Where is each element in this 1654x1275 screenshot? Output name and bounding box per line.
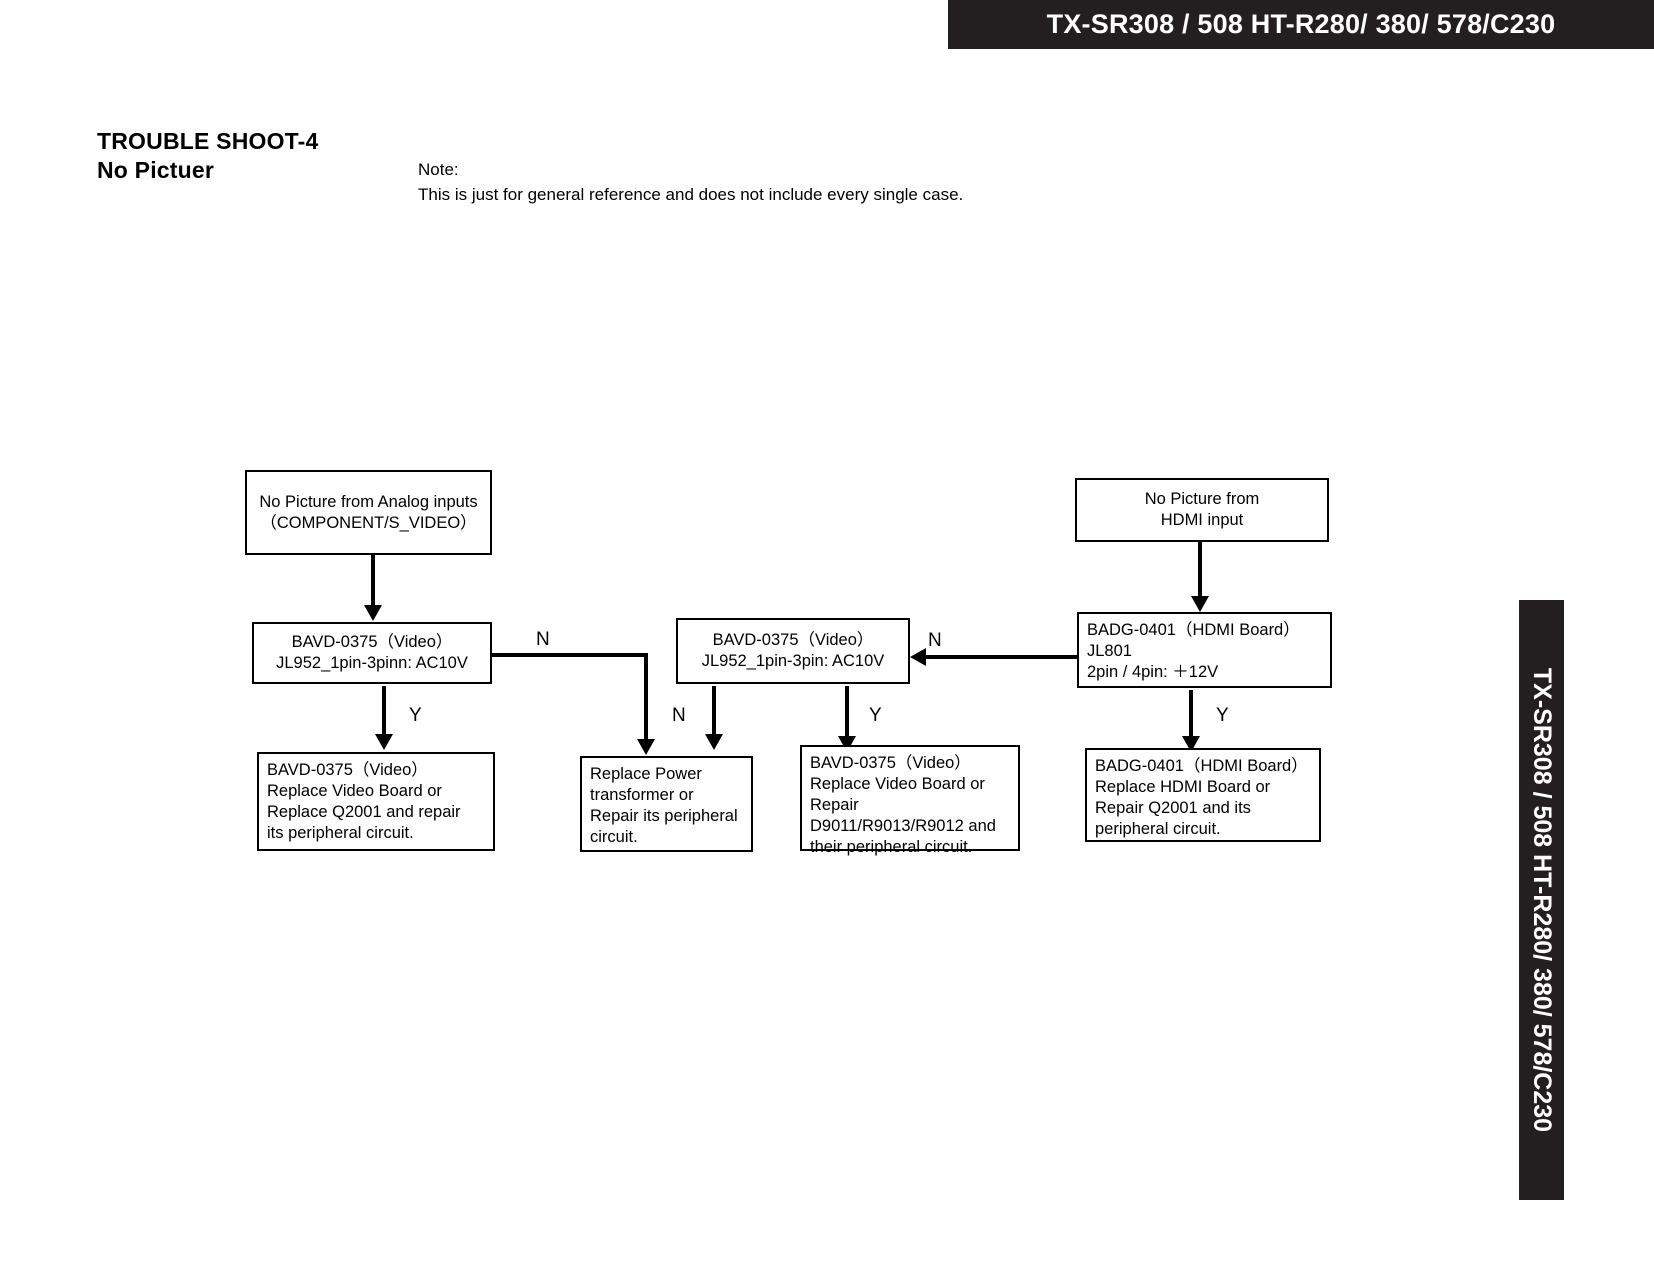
node-hdmi-start: No Picture from HDMI input <box>1075 478 1329 542</box>
node-line: JL952_1pin-3pin: AC10V <box>701 652 885 670</box>
node-line: BADG-0401（HDMI Board） <box>1095 757 1308 775</box>
node-line: BAVD-0375（Video） <box>267 761 428 779</box>
node-line: Replace Video Board or <box>810 775 985 793</box>
node-line: Repair its peripheral <box>590 807 738 825</box>
note-label: Note: <box>418 160 459 179</box>
connector-hdmi-check-n <box>925 655 1077 659</box>
connector-hdmi-check-y <box>1189 690 1193 738</box>
node-line: Replace Power <box>590 765 702 783</box>
connector-analog-check-n-horizontal <box>490 653 648 657</box>
node-line: BAVD-0375（Video） <box>810 754 971 772</box>
connector-analog-check-n-vertical <box>644 653 648 741</box>
node-line: its peripheral circuit. <box>267 824 414 842</box>
node-hdmi-fix: BADG-0401（HDMI Board） Replace HDMI Board… <box>1085 748 1321 842</box>
edge-label-video-y: Y <box>869 705 882 726</box>
node-line: transformer or <box>590 786 694 804</box>
connector-hdmi-start-to-check <box>1198 542 1202 598</box>
side-tab: TX-SR308 / 508 HT-R280/ 380/ 578/C230 <box>1519 600 1564 1200</box>
arrowhead-down <box>375 734 393 750</box>
node-analog-check: BAVD-0375（Video） JL952_1pin-3pinn: AC10V <box>252 622 492 684</box>
node-line: Replace Q2001 and repair <box>267 803 461 821</box>
node-line: Replace HDMI Board or <box>1095 778 1271 796</box>
node-line: HDMI input <box>1160 511 1244 529</box>
arrowhead-left <box>910 648 926 666</box>
node-line: BADG-0401（HDMI Board） <box>1087 621 1300 639</box>
edge-label-hdmi-y: Y <box>1216 705 1229 726</box>
arrowhead-down <box>1191 596 1209 612</box>
connector-analog-check-y <box>382 686 386 736</box>
edge-label-hdmi-n: N <box>928 630 942 651</box>
node-power-fix: Replace Power transformer or Repair its … <box>580 756 753 852</box>
node-line: Repair Q2001 and its <box>1095 799 1251 817</box>
node-line: their peripheral circuit. <box>810 838 973 856</box>
model-banner-text: TX-SR308 / 508 HT-R280/ 380/ 578/C230 <box>1046 9 1556 39</box>
node-line: Repair <box>810 796 859 814</box>
model-banner: TX-SR308 / 508 HT-R280/ 380/ 578/C230 <box>948 0 1654 49</box>
edge-label-analog-n: N <box>536 629 550 650</box>
node-line: （COMPONENT/S_VIDEO） <box>260 513 477 532</box>
node-video-check: BAVD-0375（Video） JL952_1pin-3pin: AC10V <box>676 618 910 684</box>
node-line: Replace Video Board or <box>267 782 442 800</box>
node-video-fix: BAVD-0375（Video） Replace Video Board or … <box>800 745 1020 856</box>
node-line: peripheral circuit. <box>1095 820 1221 838</box>
arrowhead-down <box>364 605 382 621</box>
edge-label-analog-y: Y <box>409 705 422 726</box>
node-analog-start: No Picture from Analog inputs （COMPONENT… <box>245 470 492 555</box>
node-line: 2pin / 4pin: ＋12V <box>1087 663 1219 681</box>
node-line: JL952_1pin-3pinn: AC10V <box>276 654 468 672</box>
node-hdmi-check: BADG-0401（HDMI Board） JL801 2pin / 4pin:… <box>1077 612 1332 688</box>
node-line: D9011/R9013/R9012 and <box>810 817 996 835</box>
note-text: This is just for general reference and d… <box>418 185 964 204</box>
arrowhead-down <box>705 734 723 750</box>
edge-label-video-n: N <box>672 705 686 726</box>
node-line: No Picture from <box>1144 490 1260 508</box>
connector-analog-start-to-check <box>371 555 375 607</box>
side-tab-text: TX-SR308 / 508 HT-R280/ 380/ 578/C230 <box>1528 667 1556 1133</box>
node-line: JL801 <box>1087 642 1132 660</box>
node-line: BAVD-0375（Video） <box>712 631 874 649</box>
connector-video-check-n <box>712 686 716 736</box>
connector-video-check-y <box>845 686 849 738</box>
arrowhead-down <box>637 739 655 755</box>
page-title: TROUBLE SHOOT-4 <box>97 128 319 154</box>
node-line: circuit. <box>590 828 638 846</box>
node-line: No Picture from Analog inputs <box>259 492 478 511</box>
node-analog-fix: BAVD-0375（Video） Replace Video Board or … <box>257 752 495 851</box>
node-line: BAVD-0375（Video） <box>291 633 453 651</box>
page-subtitle: No Pictuer <box>97 157 215 183</box>
